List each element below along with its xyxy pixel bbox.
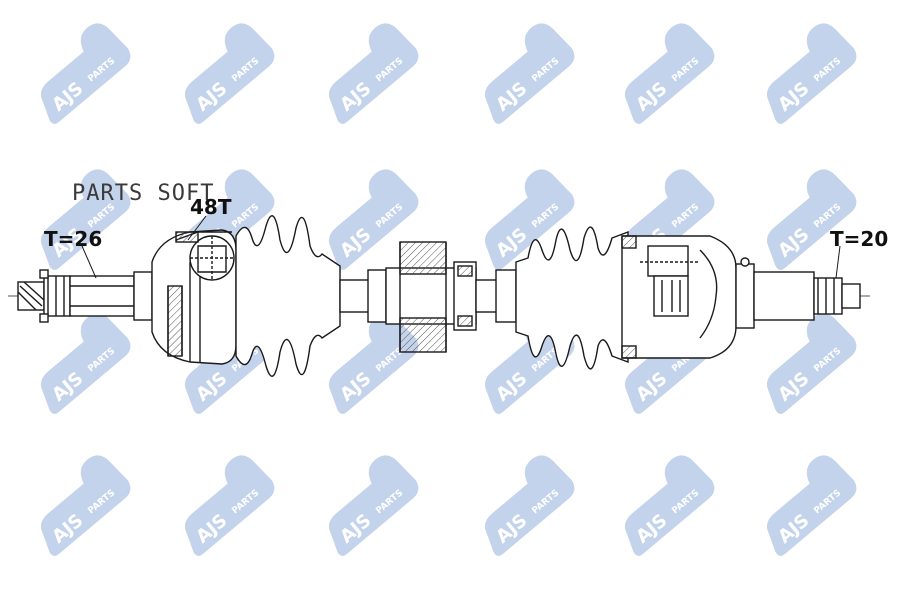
torsional-damper bbox=[385, 241, 477, 353]
abs-ring-teeth-label: 48T bbox=[190, 195, 232, 219]
inner-tripod-joint bbox=[621, 235, 755, 359]
right-spline-count-label: T=20 bbox=[830, 227, 888, 251]
outer-cv-joint bbox=[151, 229, 237, 365]
drive-shaft bbox=[8, 215, 870, 377]
inner-boot bbox=[515, 226, 629, 370]
left-spline-end bbox=[17, 269, 153, 323]
leader-left-spline bbox=[81, 245, 97, 279]
outer-boot bbox=[235, 215, 341, 377]
brand-watermark-text: PARTS SOFT bbox=[72, 181, 214, 206]
leader-abs-ring bbox=[187, 215, 207, 241]
leader-right-spline bbox=[835, 245, 841, 279]
left-spline-count-label: T=26 bbox=[44, 227, 102, 251]
right-spline-end bbox=[753, 271, 861, 321]
